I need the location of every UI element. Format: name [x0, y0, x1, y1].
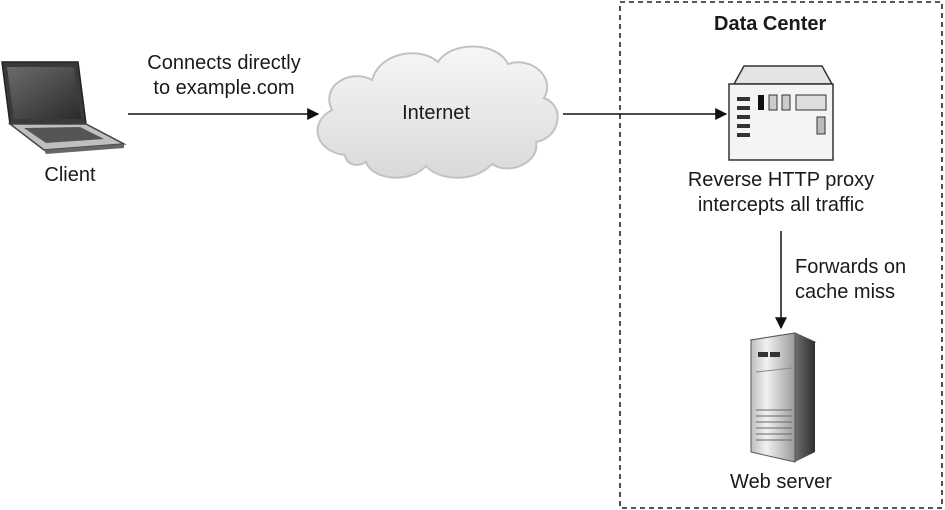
- data-center-title: Data Center: [714, 13, 827, 35]
- internet-label: Internet: [402, 102, 470, 124]
- edge-proxy-server-line-1: Forwards on: [795, 256, 907, 278]
- edge-client-internet-line-2: to example.com: [153, 77, 295, 99]
- edge-client-internet-line-1: Connects directly: [147, 52, 301, 74]
- proxy-label: Reverse HTTP proxy intercepts all traffi…: [661, 168, 901, 218]
- client-label: Client: [44, 164, 96, 186]
- proxy-label-line-2: intercepts all traffic: [697, 194, 865, 216]
- laptop-icon: [1, 61, 127, 154]
- edge-proxy-server-label: Forwards on cache miss: [795, 255, 906, 305]
- edge-client-internet-label: Connects directly to example.com: [124, 51, 324, 101]
- edge-proxy-server-line-2: cache miss: [795, 281, 896, 303]
- cloud-icon: [316, 45, 559, 179]
- web-server-label: Web server: [730, 471, 832, 493]
- proxy-server-icon: [728, 65, 834, 161]
- web-server-icon: [749, 332, 817, 463]
- proxy-label-line-1: Reverse HTTP proxy: [687, 169, 875, 191]
